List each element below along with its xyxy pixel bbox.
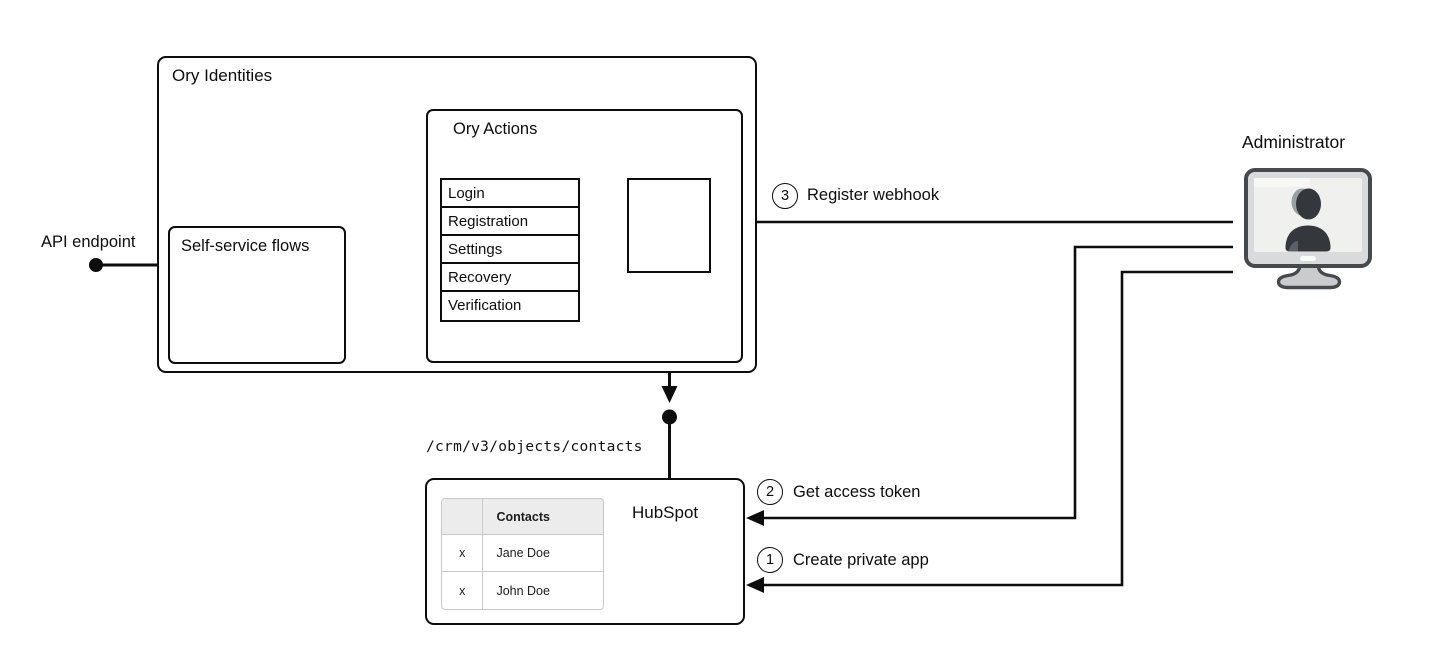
step-2-badge: 2 xyxy=(757,479,783,505)
step-1-badge: 1 xyxy=(757,547,783,573)
step-2-label: Get access token xyxy=(793,483,921,501)
flow-row-verification: Verification xyxy=(442,292,578,320)
monitor-user-icon xyxy=(1244,168,1372,290)
silhouette-head xyxy=(1296,188,1321,220)
administrator-label: Administrator xyxy=(1242,132,1346,152)
step-3-badge: 3 xyxy=(772,183,798,209)
get-access-token-arrowhead xyxy=(746,510,764,526)
flow-list: Login Registration Settings Recovery Ver… xyxy=(440,178,580,322)
silhouette-shoulder-shade xyxy=(1288,240,1298,252)
api-endpoint-label: API endpoint xyxy=(41,233,136,251)
monitor-stand xyxy=(1276,262,1342,290)
flow-row-login: Login xyxy=(442,180,578,208)
self-service-flows-label: Self-service flows xyxy=(181,237,310,255)
table-cell-check: x xyxy=(442,535,484,572)
contacts-table-header-row: Contacts xyxy=(442,499,603,535)
screen-highlight xyxy=(1254,178,1310,187)
flow-row-recovery: Recovery xyxy=(442,264,578,292)
table-header-cell-contacts: Contacts xyxy=(483,499,603,535)
api-endpoint-dot xyxy=(89,258,103,272)
table-cell-name: John Doe xyxy=(496,583,550,598)
contacts-table: Contacts x Jane Doe x John Doe xyxy=(441,498,604,610)
table-row: x Jane Doe xyxy=(442,535,603,572)
table-cell-check: x xyxy=(442,572,484,609)
webhook-down-arrowhead xyxy=(661,386,678,403)
ory-actions-title: Ory Actions xyxy=(453,120,538,138)
table-row: x John Doe xyxy=(442,572,603,609)
self-service-flows-box xyxy=(168,226,346,364)
create-private-app-line xyxy=(761,270,1233,587)
hubspot-title: HubSpot xyxy=(632,503,699,522)
create-private-app-arrowhead xyxy=(746,577,764,593)
table-cell-name: Jane Doe xyxy=(483,535,603,572)
webhook-action-box xyxy=(627,178,711,273)
step-1-label: Create private app xyxy=(793,551,929,569)
flow-row-registration: Registration xyxy=(442,208,578,236)
table-header-cell-blank xyxy=(442,499,484,535)
monitor-button xyxy=(1300,256,1316,261)
flow-row-settings: Settings xyxy=(442,236,578,264)
step-3-label: Register webhook xyxy=(807,186,940,204)
ory-identities-title: Ory Identities xyxy=(172,66,273,85)
get-access-token-line xyxy=(761,245,1233,520)
hubspot-endpoint-path: /crm/v3/objects/contacts xyxy=(426,439,643,455)
